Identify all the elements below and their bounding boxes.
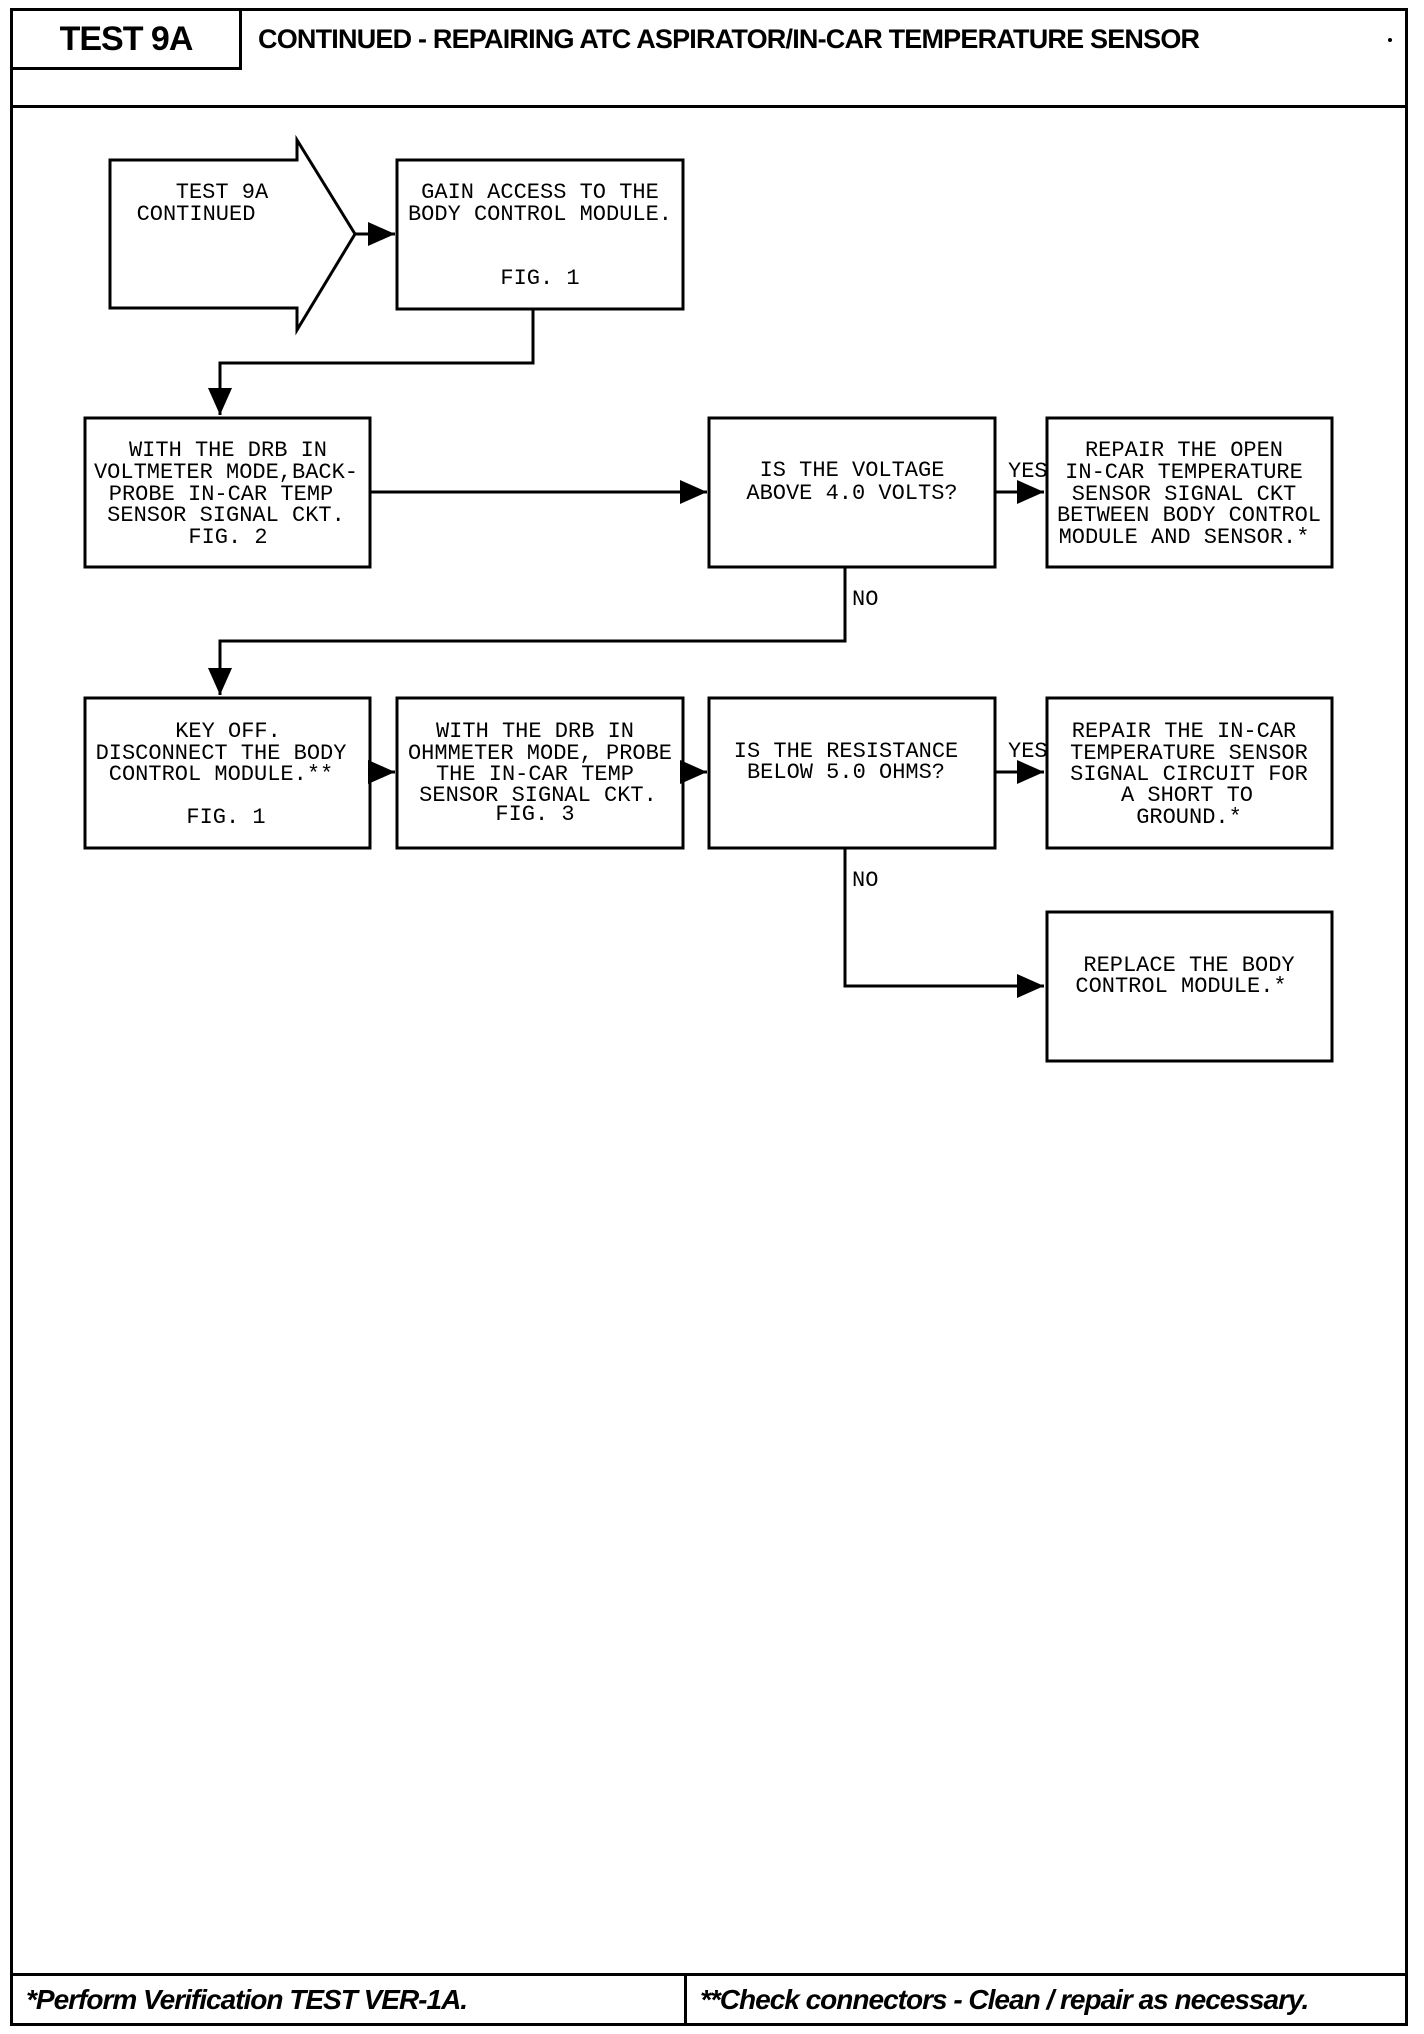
page-frame bbox=[10, 8, 1408, 2026]
footer-split bbox=[684, 1973, 687, 2026]
repair-short-line1: REPAIR THE IN-CAR bbox=[1072, 719, 1296, 744]
replace-bcm-line1: REPLACE THE BODY bbox=[1083, 953, 1294, 978]
key-off-line3: CONTROL MODULE.** bbox=[109, 762, 333, 787]
page-title: CONTINUED - REPAIRING ATC ASPIRATOR/IN-C… bbox=[258, 23, 1200, 54]
voltage-yes-label: YES bbox=[1008, 459, 1048, 484]
voltage-question-line2: ABOVE 4.0 VOLTS? bbox=[746, 481, 957, 506]
replace-bcm-box bbox=[1045, 910, 1334, 1063]
test-label: TEST 9A bbox=[10, 8, 242, 70]
repair-open-line3: SENSOR SIGNAL CKT bbox=[1072, 482, 1296, 507]
key-off-line1: KEY OFF. bbox=[175, 719, 281, 744]
connector-resistance-no bbox=[843, 848, 1044, 998]
footer-note-verification: *Perform Verification TEST VER-1A. bbox=[26, 1984, 468, 2015]
repair-short-line2: TEMPERATURE SENSOR bbox=[1070, 741, 1308, 766]
voltmeter-fig: FIG. 2 bbox=[188, 525, 267, 550]
gain-access-box bbox=[395, 158, 685, 311]
header-dot bbox=[1388, 38, 1392, 42]
repair-short-box bbox=[1045, 696, 1334, 850]
footer-note-connectors: **Check connectors - Clean / repair as n… bbox=[700, 1984, 1309, 2015]
repair-open-box bbox=[1045, 416, 1334, 569]
start-arrow-shape bbox=[108, 134, 357, 336]
voltmeter-line1: WITH THE DRB IN bbox=[129, 438, 327, 463]
replace-bcm-line2: CONTROL MODULE.* bbox=[1075, 974, 1286, 999]
resistance-no-label: NO bbox=[852, 868, 878, 893]
key-off-fig: FIG. 1 bbox=[186, 805, 265, 830]
voltage-question-line1: IS THE VOLTAGE bbox=[760, 458, 945, 483]
repair-open-line4: BETWEEN BODY CONTROL bbox=[1057, 503, 1321, 528]
gain-access-fig: FIG. 1 bbox=[500, 266, 579, 291]
connector-voltage-no bbox=[208, 567, 847, 695]
gain-access-line2: BODY CONTROL MODULE. bbox=[408, 202, 672, 227]
resistance-question-line2: BELOW 5.0 OHMS? bbox=[747, 760, 945, 785]
ohmmeter-line4: SENSOR SIGNAL CKT. bbox=[419, 783, 657, 808]
ohmmeter-line2: OHMMETER MODE, PROBE bbox=[408, 741, 672, 766]
ohmmeter-line3: THE IN-CAR TEMP bbox=[436, 762, 634, 787]
voltmeter-line4: SENSOR SIGNAL CKT. bbox=[107, 503, 345, 528]
start-label-line1: TEST 9A bbox=[176, 180, 269, 205]
voltmeter-line2: VOLTMETER MODE,BACK- bbox=[94, 460, 358, 485]
header-divider bbox=[10, 105, 1408, 108]
resistance-question-line1: IS THE RESISTANCE bbox=[734, 739, 958, 764]
voltmeter-line3: PROBE IN-CAR TEMP bbox=[109, 482, 333, 507]
gain-access-line1: GAIN ACCESS TO THE bbox=[421, 180, 659, 205]
ohmmeter-line1: WITH THE DRB IN bbox=[436, 719, 634, 744]
key-off-line2: DISCONNECT THE BODY bbox=[96, 741, 347, 766]
repair-open-line5: MODULE AND SENSOR.* bbox=[1059, 525, 1310, 550]
ohmmeter-fig: FIG. 3 bbox=[495, 802, 574, 827]
connector-gain-to-voltmeter bbox=[208, 309, 535, 415]
repair-open-line2: IN-CAR TEMPERATURE bbox=[1065, 460, 1303, 485]
repair-short-line3: SIGNAL CIRCUIT FOR bbox=[1070, 762, 1308, 787]
resistance-yes-label: YES bbox=[1008, 739, 1048, 764]
footer-divider bbox=[10, 1973, 1408, 1976]
repair-short-line5: GROUND.* bbox=[1136, 805, 1242, 830]
start-label-line2: CONTINUED bbox=[137, 202, 256, 227]
repair-open-line1: REPAIR THE OPEN bbox=[1085, 438, 1283, 463]
repair-short-line4: A SHORT TO bbox=[1121, 783, 1253, 808]
voltage-no-label: NO bbox=[852, 587, 878, 612]
